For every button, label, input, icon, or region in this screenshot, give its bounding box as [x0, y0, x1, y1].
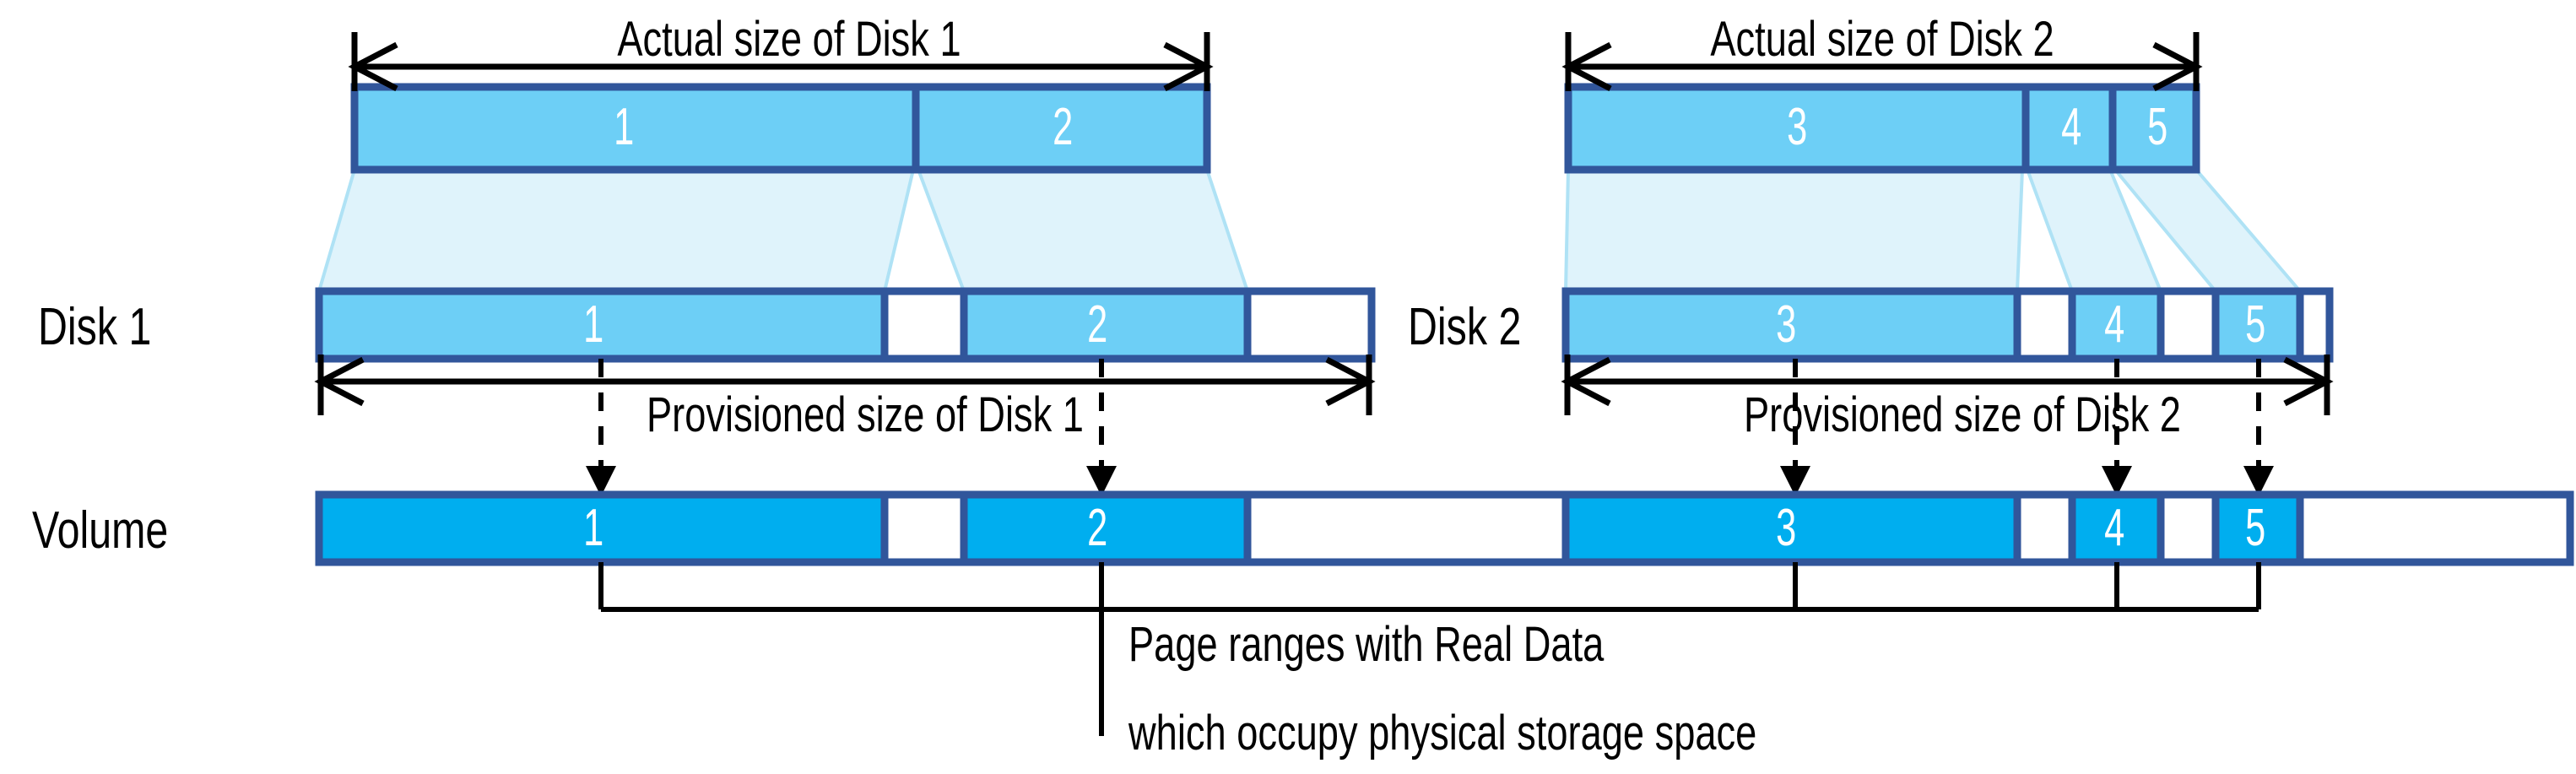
dim-actual-disk2: [1561, 32, 2203, 92]
mapping-arrowhead-3: [1780, 466, 1810, 496]
actual-disk2-title: Actual size of Disk 2: [1710, 12, 2054, 67]
mapping-arrowheads: [586, 466, 2274, 496]
actual-disk2-bar: [1564, 83, 2200, 174]
volume-seg-1: [315, 490, 889, 566]
funnel-group-disk2: [1563, 168, 2304, 293]
actual-disk1-seg-2: [912, 83, 1211, 174]
dim-actual-disk1: [348, 32, 1214, 92]
provisioned-disk1-bar: [315, 287, 1376, 363]
provisioned-disk2-seg-3: [1561, 287, 2021, 363]
actual-disk2-seg-3: [1564, 83, 2030, 174]
funnel-disk1-seg1: [317, 168, 916, 293]
volume-seg-4: [2068, 490, 2165, 566]
provisioned-disk2-seg-5: [2211, 287, 2304, 363]
provisioned-disk2-seg-4: [2068, 287, 2165, 363]
mapping-arrowhead-2: [1086, 466, 1117, 496]
provisioned-disk1-seg-2: [960, 287, 1252, 363]
callout-line-2: which occupy physical storage space: [1128, 706, 1757, 760]
dim-provisioned-disk2: [1561, 355, 2334, 415]
actual-disk2-seg-5: [2108, 83, 2200, 174]
actual-disk2-seg-4: [2021, 83, 2117, 174]
callout-bracket: [598, 562, 2261, 736]
row-label-disk2: Disk 2: [1408, 298, 1522, 356]
mapping-arrowhead-1: [586, 466, 616, 496]
actual-disk1-title: Actual size of Disk 1: [617, 12, 961, 67]
row-label-disk1: Disk 1: [38, 298, 152, 356]
volume-seg-5: [2211, 490, 2304, 566]
actual-disk1-seg-1: [350, 83, 920, 174]
volume-seg-3: [1561, 490, 2021, 566]
actual-disk1-bar: [350, 83, 1211, 174]
row-label-volume: Volume: [32, 501, 169, 560]
volume-bar: [315, 490, 2574, 566]
funnel-disk2-seg3: [1563, 168, 2025, 293]
funnel-group-disk1: [317, 168, 1250, 293]
callout-line-1: Page ranges with Real Data: [1128, 617, 1605, 672]
dim-provisioned-disk1: [314, 355, 1376, 415]
provisioned-disk1-seg-1: [315, 287, 889, 363]
provisioned-disk1-title: Provisioned size of Disk 1: [647, 387, 1084, 442]
mapping-arrowhead-4: [2102, 466, 2132, 496]
mapping-arrowhead-5: [2243, 466, 2274, 496]
provisioned-disk2-bar: [1561, 287, 2334, 363]
funnel-disk1-seg2: [916, 168, 1250, 293]
volume-seg-2: [960, 490, 1252, 566]
provisioned-disk2-title: Provisioned size of Disk 2: [1744, 387, 2181, 442]
